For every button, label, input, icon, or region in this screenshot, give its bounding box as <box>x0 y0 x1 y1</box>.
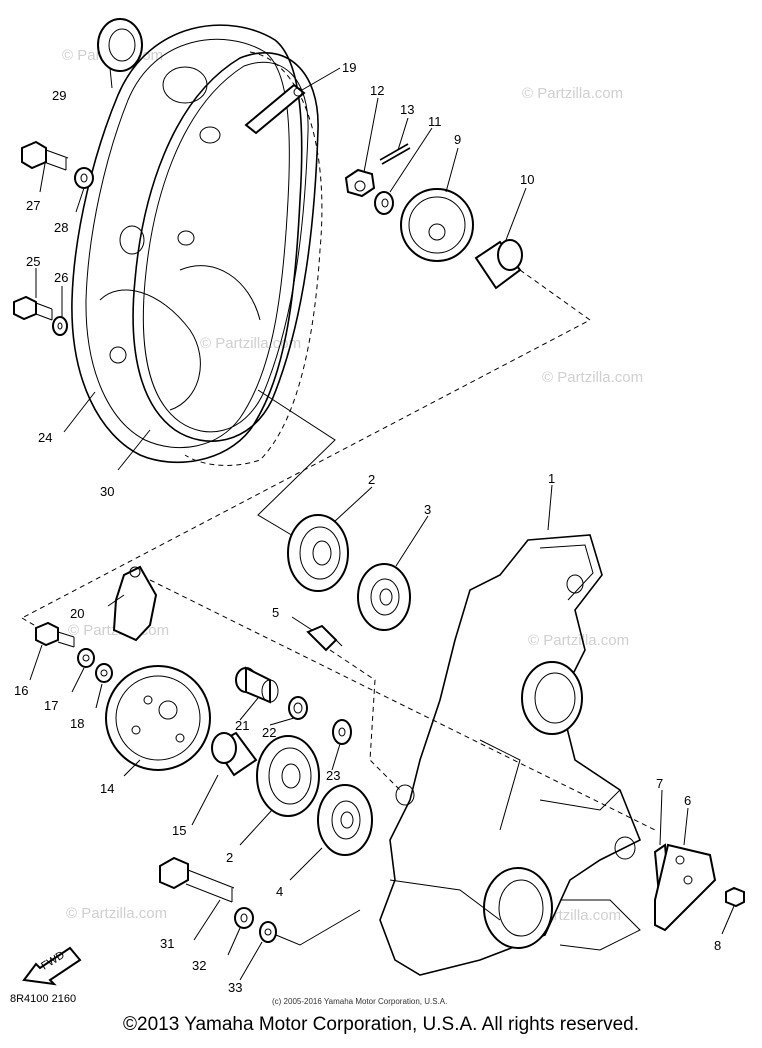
watermark: © Partzilla.com <box>522 85 623 102</box>
diagram-code: 8R4100 2160 <box>10 993 76 1005</box>
callout-22: 22 <box>262 725 276 740</box>
callout-27: 27 <box>26 198 40 213</box>
callout-18: 18 <box>70 716 84 731</box>
small-copyright: (c) 2005-2016 Yamaha Motor Corporation, … <box>272 997 447 1006</box>
washer-11 <box>374 191 394 215</box>
bolt-5 <box>306 624 343 652</box>
bracket-6 <box>654 843 717 932</box>
oil-seal-3 <box>357 563 411 631</box>
callout-3: 3 <box>424 502 431 517</box>
watermark: © Partzilla.com <box>200 335 301 352</box>
nut-22 <box>288 696 308 720</box>
bearing-2-lower <box>256 735 320 817</box>
assembly-line <box>329 649 401 791</box>
callout-26: 26 <box>54 270 68 285</box>
leader-lines <box>29 67 735 981</box>
washer-23 <box>332 719 352 745</box>
callout-6: 6 <box>684 793 691 808</box>
nut-12 <box>344 168 376 198</box>
sprocket-14 <box>105 665 211 771</box>
sprocket-9 <box>400 188 474 262</box>
bolt-16 <box>35 621 75 648</box>
assembly-line <box>275 909 361 946</box>
callout-2: 2 <box>368 472 375 487</box>
screw-8 <box>725 886 745 908</box>
callout-24: 24 <box>38 430 52 445</box>
cotter-pin-13 <box>379 143 411 165</box>
callout-28: 28 <box>54 220 68 235</box>
callout-20: 20 <box>70 606 84 621</box>
assembly-line <box>257 389 336 541</box>
callout-23: 23 <box>326 768 340 783</box>
callout-10: 10 <box>520 172 534 187</box>
watermark: © Partzilla.com <box>542 369 643 386</box>
fwd-arrow: FWD <box>22 946 82 986</box>
callout-29: 29 <box>52 88 66 103</box>
washer-26 <box>52 316 68 336</box>
callout-14: 14 <box>100 781 114 796</box>
washer-17 <box>77 648 95 668</box>
chain-case-1 <box>379 534 642 976</box>
callout-4: 4 <box>276 884 283 899</box>
callout-17: 17 <box>44 698 58 713</box>
callout-9: 9 <box>454 132 461 147</box>
watermark: © Partzilla.com <box>66 905 167 922</box>
chain-joint-19 <box>244 83 306 135</box>
callout-12: 12 <box>370 83 384 98</box>
washer-33 <box>259 921 277 943</box>
callout-25: 25 <box>26 254 40 269</box>
callout-1: 1 <box>548 471 555 486</box>
footer-copyright: ©2013 Yamaha Motor Corporation, U.S.A. A… <box>123 1014 639 1035</box>
callout-5: 5 <box>272 605 279 620</box>
bolt-27 <box>21 140 69 171</box>
spacer-15 <box>211 731 258 777</box>
callout-7: 7 <box>656 776 663 791</box>
callout-30: 30 <box>100 484 114 499</box>
callout-21: 21 <box>235 718 249 733</box>
bolt-31 <box>159 856 235 903</box>
collar-21 <box>235 666 279 704</box>
cam-20 <box>112 565 158 642</box>
callout-33: 33 <box>228 980 242 995</box>
oil-seal-29 <box>97 18 143 72</box>
callout-16: 16 <box>14 683 28 698</box>
chain-case-cover-24 <box>71 24 303 464</box>
spacer-10 <box>474 239 523 290</box>
callout-31: 31 <box>160 936 174 951</box>
watermark: © Partzilla.com <box>528 632 629 649</box>
bearing-2-upper <box>287 514 349 592</box>
callout-32: 32 <box>192 958 206 973</box>
washer-32 <box>234 907 254 929</box>
oil-seal-4 <box>317 784 373 856</box>
assembly-line <box>21 269 591 619</box>
washer-28 <box>74 167 94 189</box>
callout-8: 8 <box>714 938 721 953</box>
callout-19: 19 <box>342 60 356 75</box>
assembly-line <box>149 579 656 831</box>
washer-18 <box>95 663 113 683</box>
callout-2: 2 <box>226 850 233 865</box>
callout-15: 15 <box>172 823 186 838</box>
bolt-25 <box>13 295 53 321</box>
callout-13: 13 <box>400 102 414 117</box>
drive-chain-30 <box>132 51 323 466</box>
callout-11: 11 <box>428 114 442 129</box>
